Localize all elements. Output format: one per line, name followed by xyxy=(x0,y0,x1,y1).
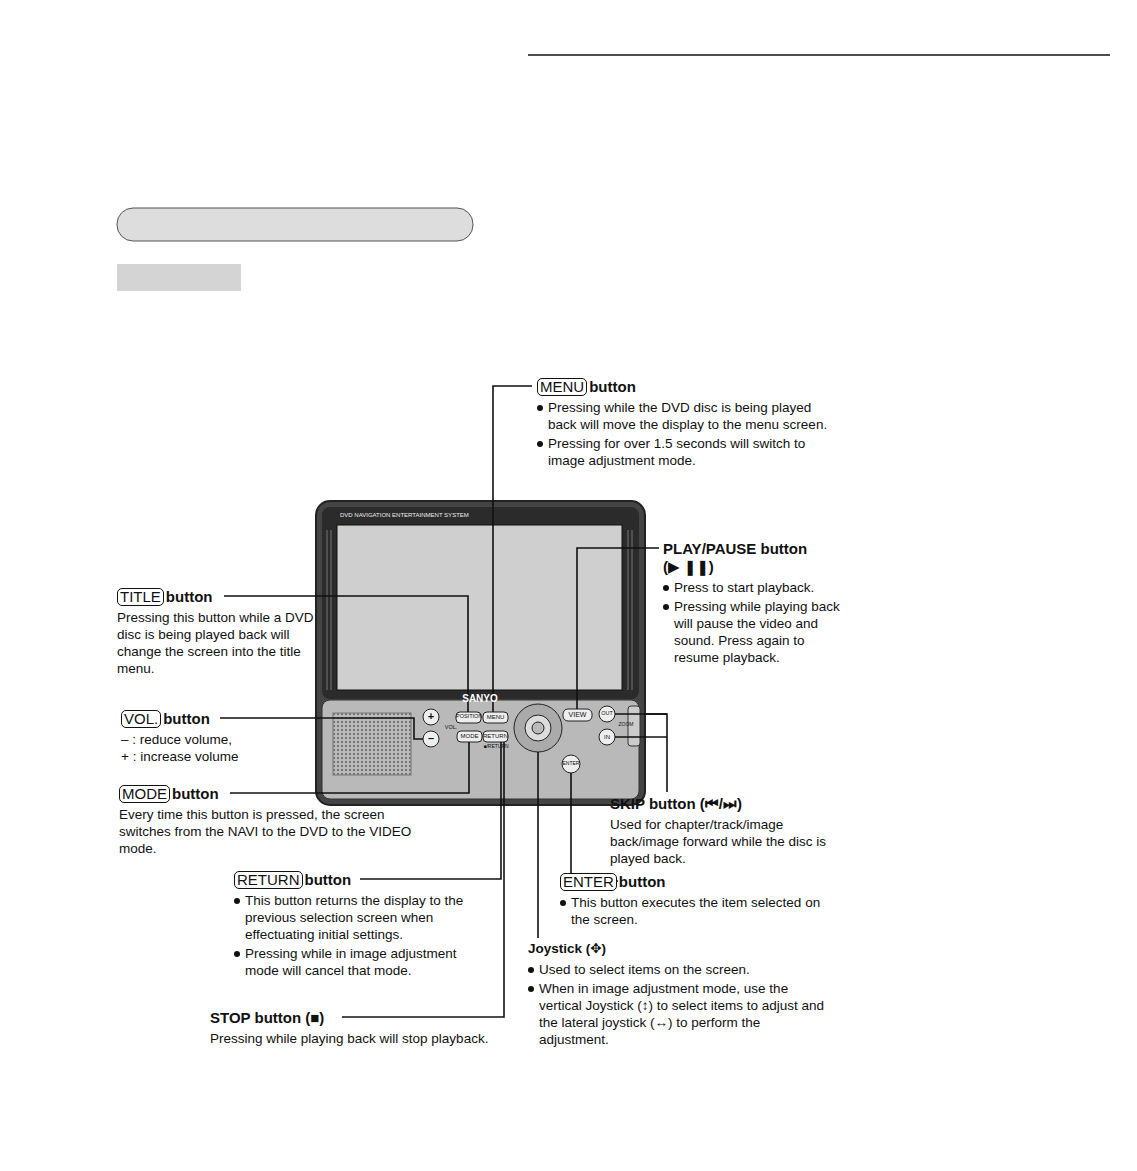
callout-heading: PLAY/PAUSE button (▶ ❚❚) xyxy=(663,540,823,576)
device-label: ■/RETURN xyxy=(481,744,511,749)
callout-text: When in image adjustment mode, use the v… xyxy=(539,980,828,1048)
callout-group: PLAY/PAUSE button (▶ ❚❚) Press to start p… xyxy=(663,540,841,668)
bullet-dot xyxy=(234,898,240,904)
callout-heading: button xyxy=(172,785,219,803)
callout-heading: button xyxy=(619,873,666,891)
callout-row: Joystick (✥) xyxy=(528,940,828,958)
device-label: SANYO xyxy=(452,694,508,704)
callout-row: SKIP button (⏮/⏭) xyxy=(610,795,842,813)
callout-text: Pressing for over 1.5 seconds will switc… xyxy=(548,435,837,469)
callout-group: Joystick (✥) Used to select items on the … xyxy=(528,940,828,1050)
button-name: ENTER xyxy=(560,873,617,891)
callout-row: RETURNbutton xyxy=(234,871,484,889)
button-name: MODE xyxy=(119,785,170,803)
callout-row: PLAY/PAUSE button (▶ ❚❚) xyxy=(663,540,823,576)
callout-row: Used to select items on the screen. xyxy=(528,961,828,978)
callout-group: MODEbuttonEvery time this button is pres… xyxy=(119,785,439,857)
bullet-dot xyxy=(663,585,669,591)
callout-row: This button returns the display to the p… xyxy=(234,892,484,943)
button-name: TITLE xyxy=(117,588,164,606)
callout-row: + : increase volume xyxy=(121,748,321,765)
callout-row: Used for chapter/track/image back/image … xyxy=(610,816,842,867)
callout-group: MENUbuttonPressing while the DVD disc is… xyxy=(537,378,837,471)
button-name: VOL. xyxy=(121,710,161,728)
callout-text: Pressing while in image adjustment mode … xyxy=(245,945,484,979)
callout-group: RETURNbuttonThis button returns the disp… xyxy=(234,871,484,981)
device-label: MODE xyxy=(457,733,482,739)
callout-text: Pressing this button while a DVD disc is… xyxy=(117,609,317,677)
callout-text: + : increase volume xyxy=(121,748,238,765)
device-label: POSITION xyxy=(456,714,481,720)
callout-text: Pressing while the DVD disc is being pla… xyxy=(548,399,837,433)
callout-text: This button executes the item selected o… xyxy=(571,894,840,928)
callout-row: Pressing while playing back will pause t… xyxy=(663,598,841,666)
callout-text: Used to select items on the screen. xyxy=(539,961,750,978)
callout-text: – : reduce volume, xyxy=(121,731,232,748)
device-label: – xyxy=(425,733,437,744)
callout-row: Pressing while the DVD disc is being pla… xyxy=(537,399,837,433)
device-label: RETURN xyxy=(483,733,508,739)
device-label: IN xyxy=(599,734,615,740)
device-label: ZOOM xyxy=(615,722,637,727)
callout-heading: button xyxy=(589,378,636,396)
device-label: + xyxy=(425,711,437,722)
device-label: MENU xyxy=(483,714,508,720)
bullet-dot xyxy=(537,405,543,411)
callout-heading: button xyxy=(163,710,210,728)
device-label: VOL. xyxy=(440,725,462,731)
device-label: VIEW xyxy=(563,711,592,718)
callout-heading: button xyxy=(166,588,213,606)
callout-row: Every time this button is pressed, the s… xyxy=(119,806,439,857)
callout-row: VOL.button xyxy=(121,710,321,728)
button-name: RETURN xyxy=(234,871,303,889)
callout-text: Pressing while playing back will stop pl… xyxy=(210,1030,488,1047)
device-label: DVD NAVIGATION ENTERTAINMENT SYSTEM xyxy=(340,512,540,518)
callout-row: Pressing this button while a DVD disc is… xyxy=(117,609,317,677)
callout-row: Press to start playback. xyxy=(663,579,841,596)
callout-text: This button returns the display to the p… xyxy=(245,892,484,943)
bullet-dot xyxy=(528,986,534,992)
callout-group: VOL.button – : reduce volume,+ : increase… xyxy=(121,710,321,765)
device-label: OUT xyxy=(599,711,615,717)
callout-row: MENUbutton xyxy=(537,378,837,396)
callout-row: This button executes the item selected o… xyxy=(560,894,840,928)
callout-row: Pressing for over 1.5 seconds will switc… xyxy=(537,435,837,469)
callout-row: When in image adjustment mode, use the v… xyxy=(528,980,828,1048)
callout-text: Pressing while playing back will pause t… xyxy=(674,598,841,666)
callout-heading: SKIP button (⏮/⏭) xyxy=(610,795,742,813)
bullet-dot xyxy=(560,900,566,906)
callout-heading: STOP button (■) xyxy=(210,1009,324,1027)
callout-group: SKIP button (⏮/⏭) Used for chapter/track/… xyxy=(610,795,842,867)
callout-row: Pressing while in image adjustment mode … xyxy=(234,945,484,979)
bullet-dot xyxy=(663,604,669,610)
callout-text: Press to start playback. xyxy=(674,579,814,596)
callout-heading: Joystick (✥) xyxy=(528,940,606,958)
callout-text: Every time this button is pressed, the s… xyxy=(119,806,439,857)
callout-text: Used for chapter/track/image back/image … xyxy=(610,816,842,867)
callout-row: STOP button (■) xyxy=(210,1009,510,1027)
bullet-dot xyxy=(528,967,534,973)
device-label: ENTER xyxy=(561,761,581,766)
callout-row: – : reduce volume, xyxy=(121,731,321,748)
callout-group: TITLEbuttonPressing this button while a … xyxy=(117,588,317,677)
button-name: MENU xyxy=(537,378,587,396)
bullet-dot xyxy=(234,951,240,957)
bullet-dot xyxy=(537,441,543,447)
callout-row: ENTERbutton xyxy=(560,873,840,891)
callout-row: MODEbutton xyxy=(119,785,439,803)
callout-group: STOP button (■) Pressing while playing ba… xyxy=(210,1009,510,1047)
callout-heading: button xyxy=(305,871,352,889)
callout-group: ENTERbuttonThis button executes the item… xyxy=(560,873,840,930)
callout-row: TITLEbutton xyxy=(117,588,317,606)
callout-row: Pressing while playing back will stop pl… xyxy=(210,1030,510,1047)
